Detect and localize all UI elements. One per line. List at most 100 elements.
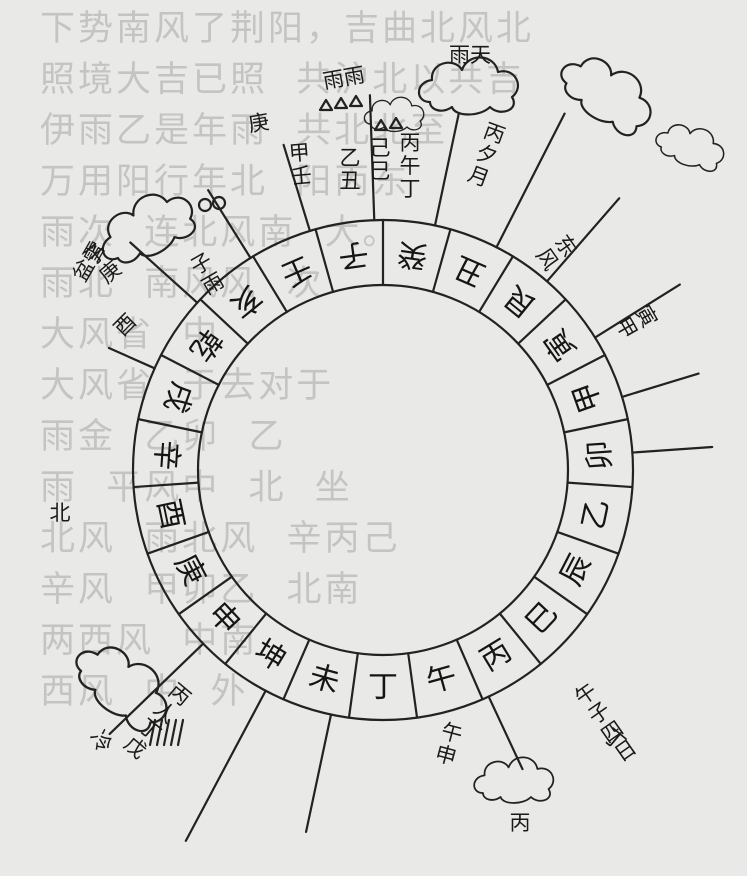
note-character: 酉 [109,309,141,341]
note-character: 壬 [290,163,313,189]
note-p6: 庚 [246,109,271,136]
triangle-mark [373,118,389,132]
cloud-caption-top: 雨天 [449,43,491,67]
ring-cell-label: 庚 [167,549,212,592]
rain-stroke [155,718,164,747]
small-circle-mark [211,195,227,211]
ring-cell-label: 艮 [498,278,543,324]
cell-divider [199,298,249,345]
cell-divider [224,612,268,666]
radial-ray [487,695,524,771]
triangle-mark [333,96,349,110]
cell-divider [556,530,620,555]
ring-cell-label: 癸 [395,235,429,274]
cell-divider [431,228,452,293]
note-character: 丑 [340,169,361,193]
radial-ray [304,713,333,834]
ring-cell-label: 乾 [182,322,228,367]
note-character: 北 [50,501,71,525]
rain-stroke [162,718,171,747]
note-character: 申 [433,741,459,770]
note-character: 巳 [370,159,391,183]
radial-ray [631,445,714,454]
ring-cell-label: 甲 [566,377,609,417]
note-p4: 东风 [531,231,582,275]
ring-cell-label: 寅 [538,322,584,367]
triangle-mark [318,98,334,112]
radial-ray [108,642,205,736]
cloud-caption-bottom_center: 丙 [510,811,531,835]
cell-divider [455,638,484,701]
ring-cell-label: 丑 [449,248,490,292]
radial-ray [184,689,267,842]
cloud-top-right [560,57,652,137]
cell-divider [137,418,203,434]
radial-ray [593,283,681,339]
cell-divider [563,418,629,434]
cell-divider [347,652,359,719]
cell-divider [146,530,210,555]
cell-divider [132,481,200,489]
note-p9: 子雨 [186,248,228,299]
ring-cell-label: 亥 [223,278,268,324]
radial-ray [495,112,566,249]
rain-stroke [148,718,157,747]
small-circle-mark [197,197,213,213]
radial-ray [282,143,312,233]
note-character: 甲 [288,140,311,166]
note-p15: 北 [50,501,71,525]
ring-cell-label: 卯 [582,439,619,471]
cell-divider [282,638,311,701]
ring-cell-label: 未 [305,659,343,701]
rain-stroke [176,718,185,747]
ring-cell-label: 乙 [576,496,616,532]
ring-cell-label: 丁 [368,670,398,705]
cell-divider [159,353,220,386]
radial-lines [107,94,714,842]
cell-divider [517,298,567,345]
cell-divider [252,255,288,314]
ring-cell-label: 辰 [554,549,599,592]
cell-divider [498,612,542,666]
cell-divider [177,575,233,616]
note-p1: 丙午丁 [400,131,421,201]
cloud-caption-top_left: 雨雨 [321,63,367,94]
ring-cell-label: 午 [423,659,461,701]
triangle-mark [348,94,364,108]
cloud-left [101,193,197,264]
note-character: 乙 [340,146,361,170]
ring-cell-label: 酉 [150,496,190,532]
cloud-top [417,56,519,116]
inner-ring [196,283,570,657]
cell-divider [407,652,419,719]
note-p8: 乙丑 [340,146,361,193]
radial-ray [129,241,199,304]
note-p3: 己巳 [370,136,391,183]
cloud-bottom [473,756,555,804]
note-p13: 午申 [433,719,465,770]
ring-cell-label: 丙 [474,633,518,678]
rain-stroke [169,718,178,747]
ring-cell-label: 辛 [148,439,185,471]
triangle-mark [388,116,404,130]
cloud-bottom-left [75,646,168,733]
cell-divider [478,255,514,314]
cloud-right [655,124,725,173]
radial-ray [545,197,621,283]
cell-divider [533,575,589,616]
note-p7: 甲壬 [288,140,313,189]
ring-cell-label: 巳 [519,596,565,642]
cell-divider [566,481,634,489]
note-p5: 寅甲 [611,301,662,343]
note-character: 丁 [400,177,421,201]
handwritten-notes: 丙午丁丙夕月己巳东风寅甲庚甲壬乙丑子雨子庚午子四日丙人丁戊午申酉北雨天雨雨盆雪冷… [50,43,662,835]
radial-ray [207,189,252,260]
note-p14: 酉 [109,309,141,341]
ring-cell-label: 坤 [248,633,292,678]
note-character: 庚 [246,109,271,136]
ring-cell-label: 壬 [276,248,317,292]
ring-cell-label: 戌 [157,377,200,417]
radial-ray [107,346,156,370]
